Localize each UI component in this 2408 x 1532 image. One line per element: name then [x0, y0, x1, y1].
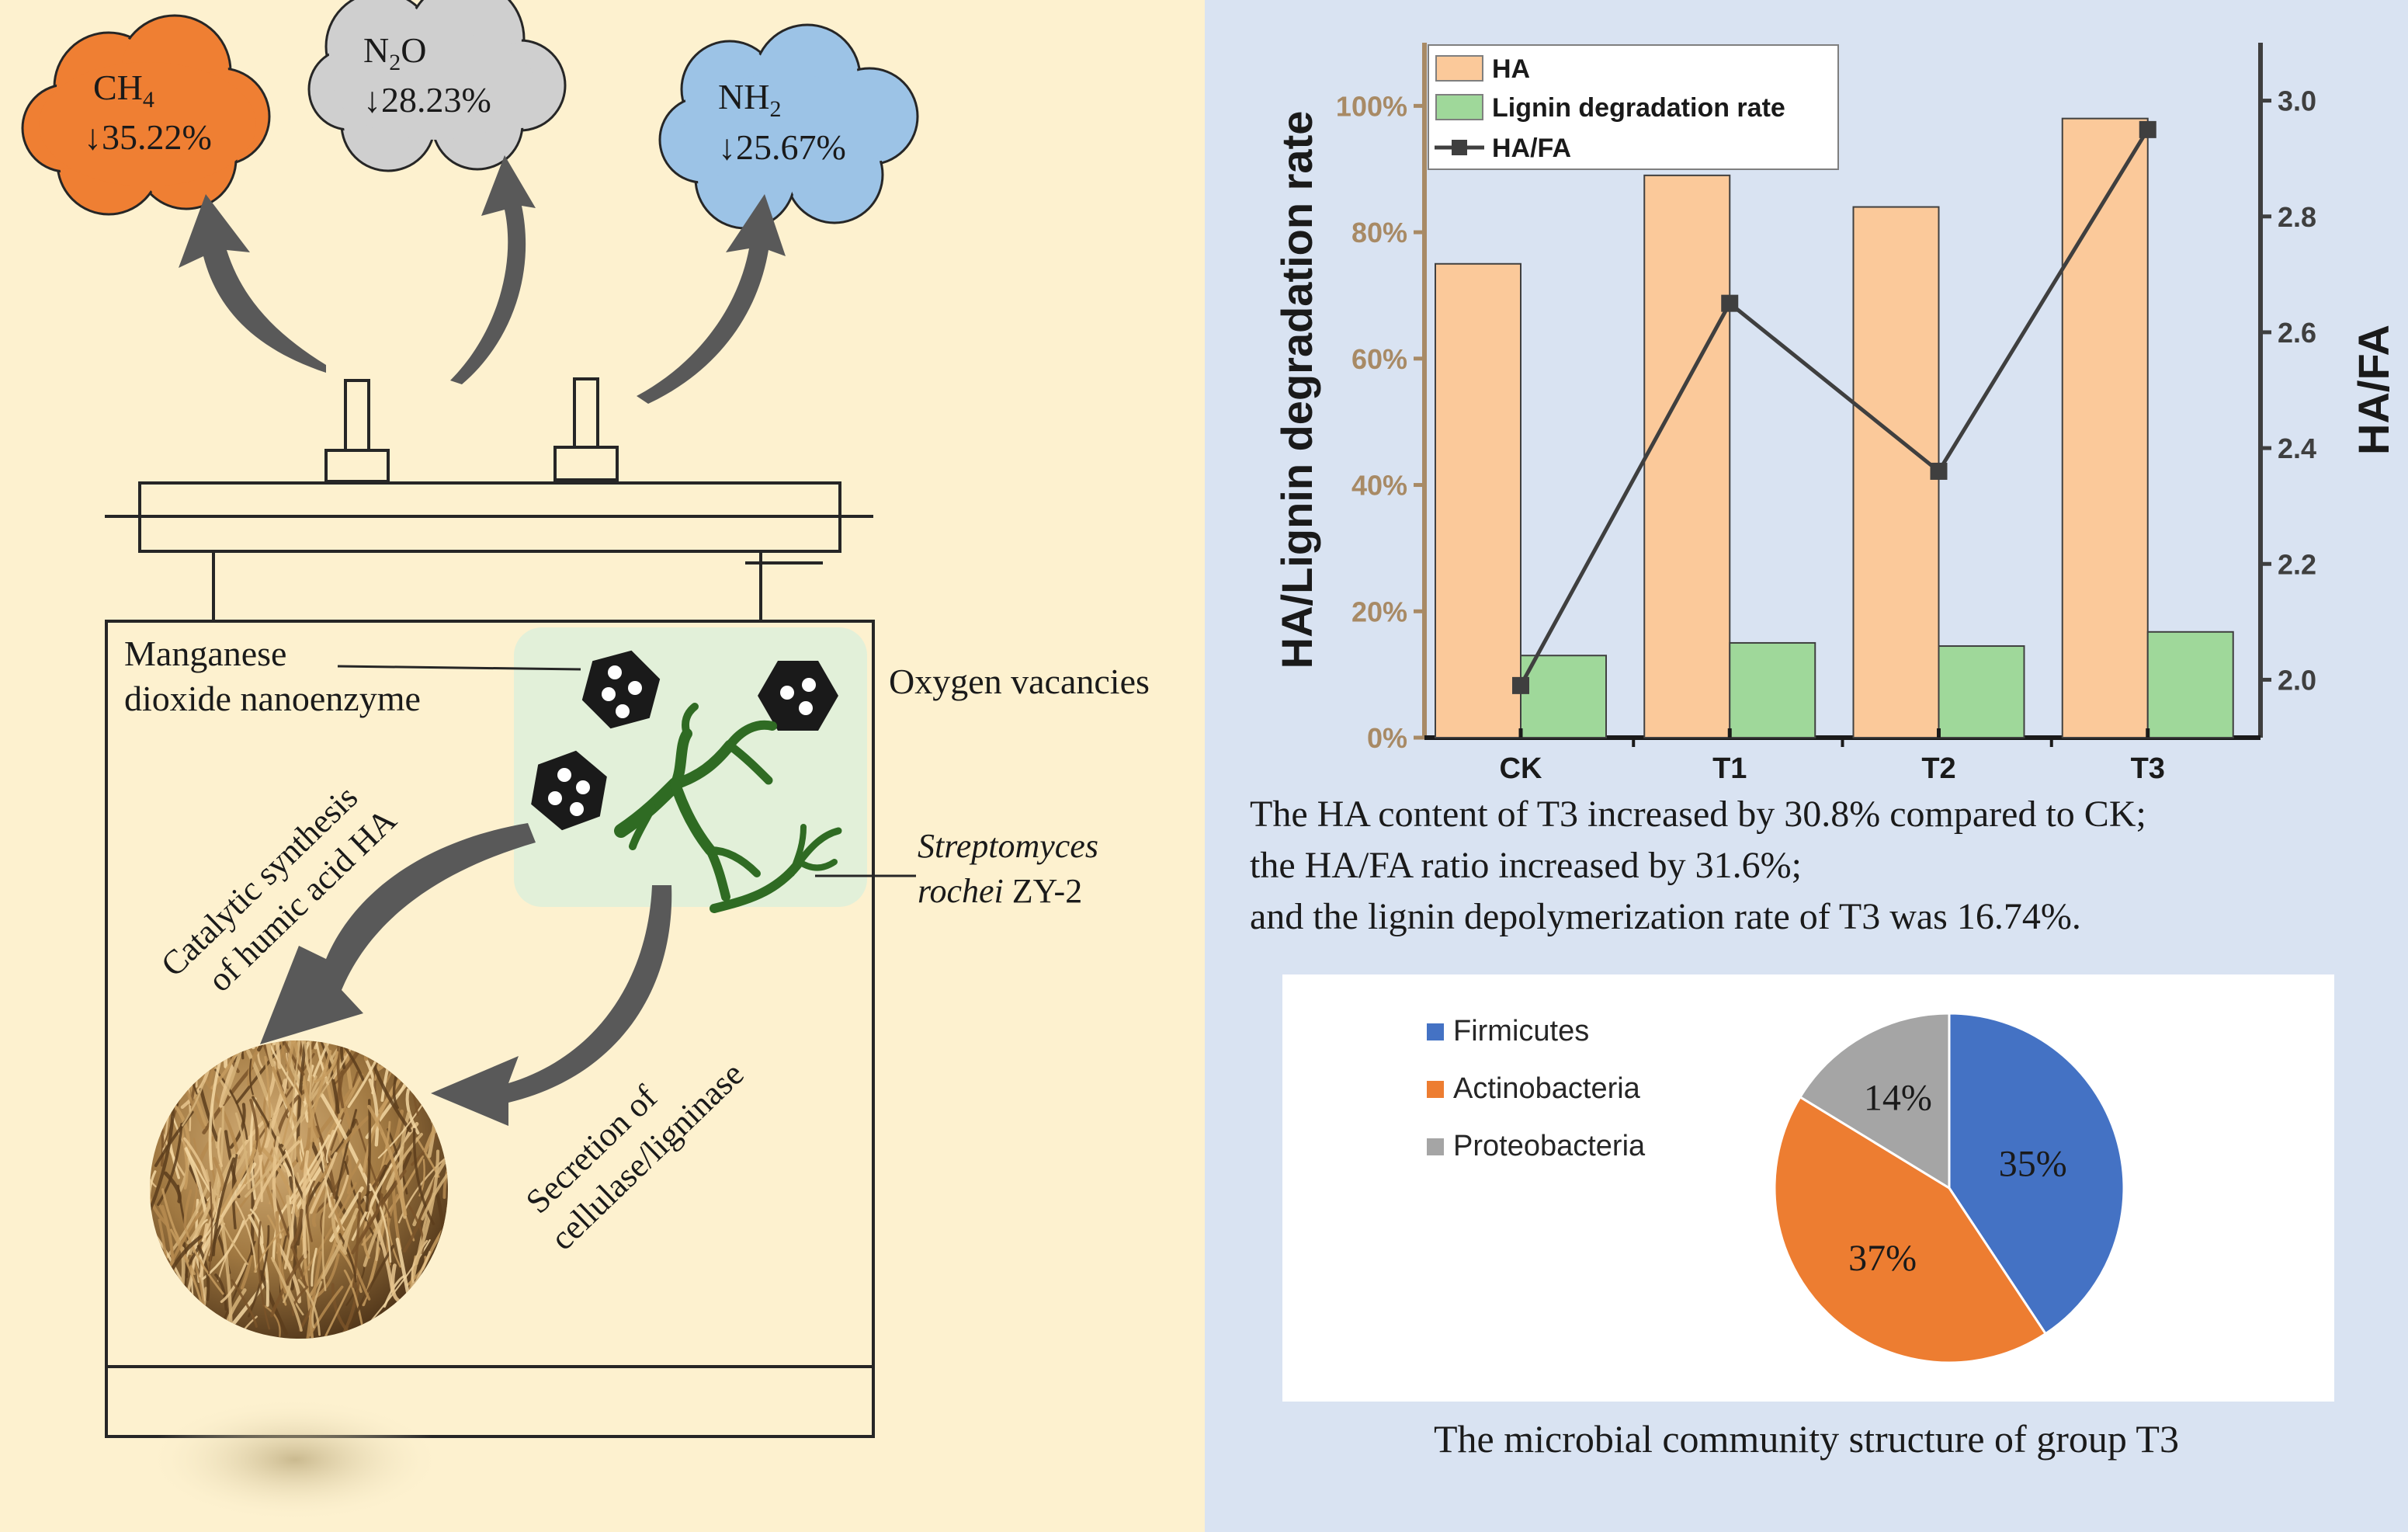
category-labels: CK T1 T2 T3 [1500, 752, 2165, 785]
left-ticks: 0% 20% 40% 60% 80% 100% [1336, 90, 1424, 754]
ha-fa-point-T1 [1721, 294, 1739, 312]
n2o-change: ↓28.23% [363, 80, 491, 120]
pie-legend-swatch-firmicutes [1427, 1023, 1444, 1040]
bars [1435, 117, 2234, 747]
left-tick-label: 20% [1351, 596, 1407, 627]
bar-lignin-CK [1520, 655, 1607, 739]
n2o-arrow [450, 155, 536, 384]
secretion-label: Secretion of cellulase/ligninase [519, 1054, 751, 1257]
ha-fa-line-series [1512, 120, 2156, 694]
pie-label-firmicutes: 35% [1999, 1144, 2067, 1185]
bar-lignin-T3 [2146, 631, 2234, 739]
n2o-label: N2O [363, 30, 426, 75]
legend-swatch-ha [1435, 55, 1483, 82]
category-label-T1: T1 [1712, 752, 1747, 785]
right-tick-label: 3.0 [2278, 85, 2316, 117]
streptomyces-label-line1: Streptomyces [918, 827, 1098, 865]
y2-axis-title: HA/FA [2349, 325, 2398, 455]
category-label-CK: CK [1500, 752, 1542, 785]
nanoenzyme-particle-1 [581, 650, 661, 729]
legend-lignin: Lignin degradation rate [1492, 93, 1785, 123]
nanoenzyme-pointer-line [337, 665, 581, 671]
bar-lignin-T1 [1729, 641, 1816, 738]
pie-legend-swatch-proteobacteria [1427, 1138, 1444, 1155]
pie-legend-swatch-actinobacteria [1427, 1081, 1444, 1098]
pie-legend-firmicutes: Firmicutes [1453, 1015, 1589, 1047]
secretion-arrow [431, 885, 672, 1126]
bar-ha-CK [1435, 262, 1521, 739]
left-tick-label: 40% [1351, 470, 1407, 502]
left-tick-label: 0% [1367, 722, 1407, 754]
nanoenzyme-particle-2 [758, 660, 838, 731]
nanoenzyme-particles [531, 650, 838, 831]
bar-lignin-T2 [1938, 645, 2025, 738]
chart-caption-line2: the HA/FA ratio increased by 31.6%; [1250, 845, 1802, 886]
right-tick-label: 2.0 [2278, 664, 2316, 696]
nanoenzyme-particle-3 [531, 750, 607, 831]
catalytic-arrow [260, 823, 536, 1044]
ha-fa-point-T2 [1930, 462, 1948, 480]
reactor-shadow [147, 1398, 442, 1522]
ha-fa-point-T3 [2139, 120, 2156, 138]
ha-fa-line [1518, 128, 2150, 687]
pie-slices [1773, 1012, 2125, 1364]
chart-caption-line3: and the lignin depolymerization rate of … [1250, 896, 2081, 937]
catalytic-label: Catalytic synthesis of humic acid HA [154, 778, 404, 999]
gas-arrows [179, 155, 786, 404]
pie-legend-proteobacteria: Proteobacteria [1453, 1130, 1646, 1162]
category-label-T3: T3 [2131, 752, 2165, 785]
right-tick-label: 2.2 [2278, 548, 2316, 580]
pie-label-proteobacteria: 14% [1864, 1077, 1932, 1118]
ha-chart: 0% 20% 40% 60% 80% 100% 2.0 2.2 2.4 2.6 2.8 3.0 CK… [1272, 43, 2398, 785]
left-tick-label: 80% [1351, 217, 1407, 248]
pie-legend-actinobacteria: Actinobacteria [1453, 1072, 1641, 1105]
right-ticks: 2.0 2.2 2.4 2.6 2.8 3.0 [2261, 85, 2316, 696]
process-arrows [260, 823, 672, 1126]
straw-fiber-image [150, 1040, 448, 1339]
right-tick-label: 2.8 [2278, 201, 2316, 233]
bar-ha-T3 [2061, 117, 2149, 739]
pie-slice-actinobacteria [1773, 1095, 2048, 1364]
ch4-arrow [179, 194, 326, 373]
oxygen-vacancies-label: Oxygen vacancies [889, 662, 1150, 701]
pie-caption: The microbial community structure of gro… [1434, 1417, 2179, 1461]
streptomyces-label-line2: rochei ZY-2 [918, 872, 1082, 910]
pie-slice-proteobacteria [1798, 1012, 1951, 1190]
right-tick-label: 2.4 [2278, 433, 2316, 464]
nanoenzyme-label-line1: Manganese [124, 634, 286, 673]
y-axis-title: HA/Lignin degradation rate [1272, 111, 1321, 669]
pie-label-actinobacteria: 37% [1848, 1238, 1917, 1279]
chart-legend: HA Lignin degradation rate HA/FA [1428, 44, 1839, 170]
pie-labels: 35% 37% 14% [1848, 1077, 2067, 1279]
n2o-cloud: N2O ↓28.23% [307, 0, 567, 172]
ch4-cloud: CH4 ↓35.22% [21, 14, 271, 216]
chart-caption-line1: The HA content of T3 increased by 30.8% … [1250, 794, 2146, 835]
nanoenzyme-label-line2: dioxide nanoenzyme [124, 679, 421, 718]
right-tick-label: 2.6 [2278, 317, 2316, 349]
category-label-T2: T2 [1921, 752, 1955, 785]
left-tick-label: 100% [1336, 90, 1407, 122]
legend-swatch-lignin [1435, 94, 1483, 120]
legend-hafa: HA/FA [1492, 134, 1571, 163]
reactor [105, 377, 875, 1438]
left-tick-label: 60% [1351, 343, 1407, 375]
ch4-change: ↓35.22% [84, 117, 212, 157]
nh2-cloud: NH2 ↓25.67% [658, 23, 919, 230]
nh2-change: ↓25.67% [718, 127, 846, 167]
streptomyces-hyphae [614, 703, 842, 913]
bar-ha-T2 [1852, 206, 1940, 738]
nh2-arrow [637, 194, 786, 404]
legend-ha: HA [1492, 54, 1530, 84]
nh2-label: NH2 [718, 77, 781, 122]
ch4-label: CH4 [93, 68, 154, 113]
ha-fa-point-CK [1512, 676, 1529, 694]
bar-ha-T1 [1643, 174, 1731, 738]
